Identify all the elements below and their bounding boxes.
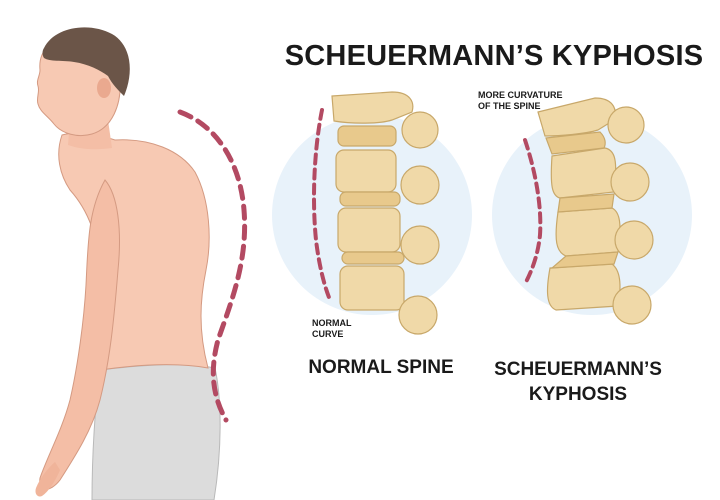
kyphosis-label-line: SCHEUERMANN’S	[494, 359, 662, 380]
posture-curve-dashes	[177, 109, 248, 423]
kvertebra-1	[537, 97, 616, 137]
kdisc-3	[550, 251, 619, 269]
person-figure	[35, 27, 221, 500]
kvertebra-4	[546, 263, 621, 311]
normal-curve-dashes	[312, 108, 332, 302]
vertebra-4-process	[398, 295, 438, 335]
hair	[42, 27, 130, 96]
kyphosis-label-line: KYPHOSIS	[528, 384, 628, 405]
vertebra-4	[339, 265, 405, 311]
annotation-line: OF THE SPINE	[478, 101, 541, 111]
annotation-line: NORMAL	[312, 318, 352, 328]
pants	[91, 364, 221, 500]
vertebra-2	[335, 149, 397, 193]
kyphosis-curve-dashes	[523, 138, 543, 284]
vertebra-1-process	[401, 111, 439, 149]
disc-2	[339, 191, 401, 207]
hand	[35, 462, 60, 497]
kvertebra-2-process	[610, 162, 650, 202]
annotation-line: MORE CURVATURE	[478, 90, 563, 100]
page-title: SCHEUERMANN’S KYPHOSIS	[284, 40, 704, 72]
disc-1	[337, 125, 397, 147]
kyphosis-spine-label: SCHEUERMANN’S KYPHOSIS	[488, 357, 668, 407]
normal-vertebrae	[331, 91, 440, 335]
normal-spine-panel	[272, 91, 472, 335]
normal-curve-annotation: NORMAL CURVE	[312, 318, 382, 340]
kyphosis-spine-panel	[492, 97, 692, 325]
annotation-line: CURVE	[312, 329, 344, 339]
kvertebra-3-process	[614, 220, 654, 260]
kyphosis-vertebrae	[537, 97, 654, 325]
kvertebra-4-process	[612, 285, 652, 325]
kdisc-2	[557, 193, 615, 213]
kvertebra-1-process	[607, 106, 645, 144]
ear	[97, 78, 111, 98]
disc-3	[341, 251, 405, 265]
vertebra-2-process	[400, 165, 440, 205]
vertebra-3	[337, 207, 401, 253]
normal-spine-label: NORMAL SPINE	[308, 357, 454, 378]
kvertebra-3	[555, 207, 621, 257]
kdisc-1	[545, 131, 606, 155]
vertebra-1	[331, 91, 414, 124]
vertebra-3-process	[400, 225, 440, 265]
kvertebra-2	[550, 147, 617, 199]
more-curvature-annotation: MORE CURVATURE OF THE SPINE	[478, 90, 588, 112]
